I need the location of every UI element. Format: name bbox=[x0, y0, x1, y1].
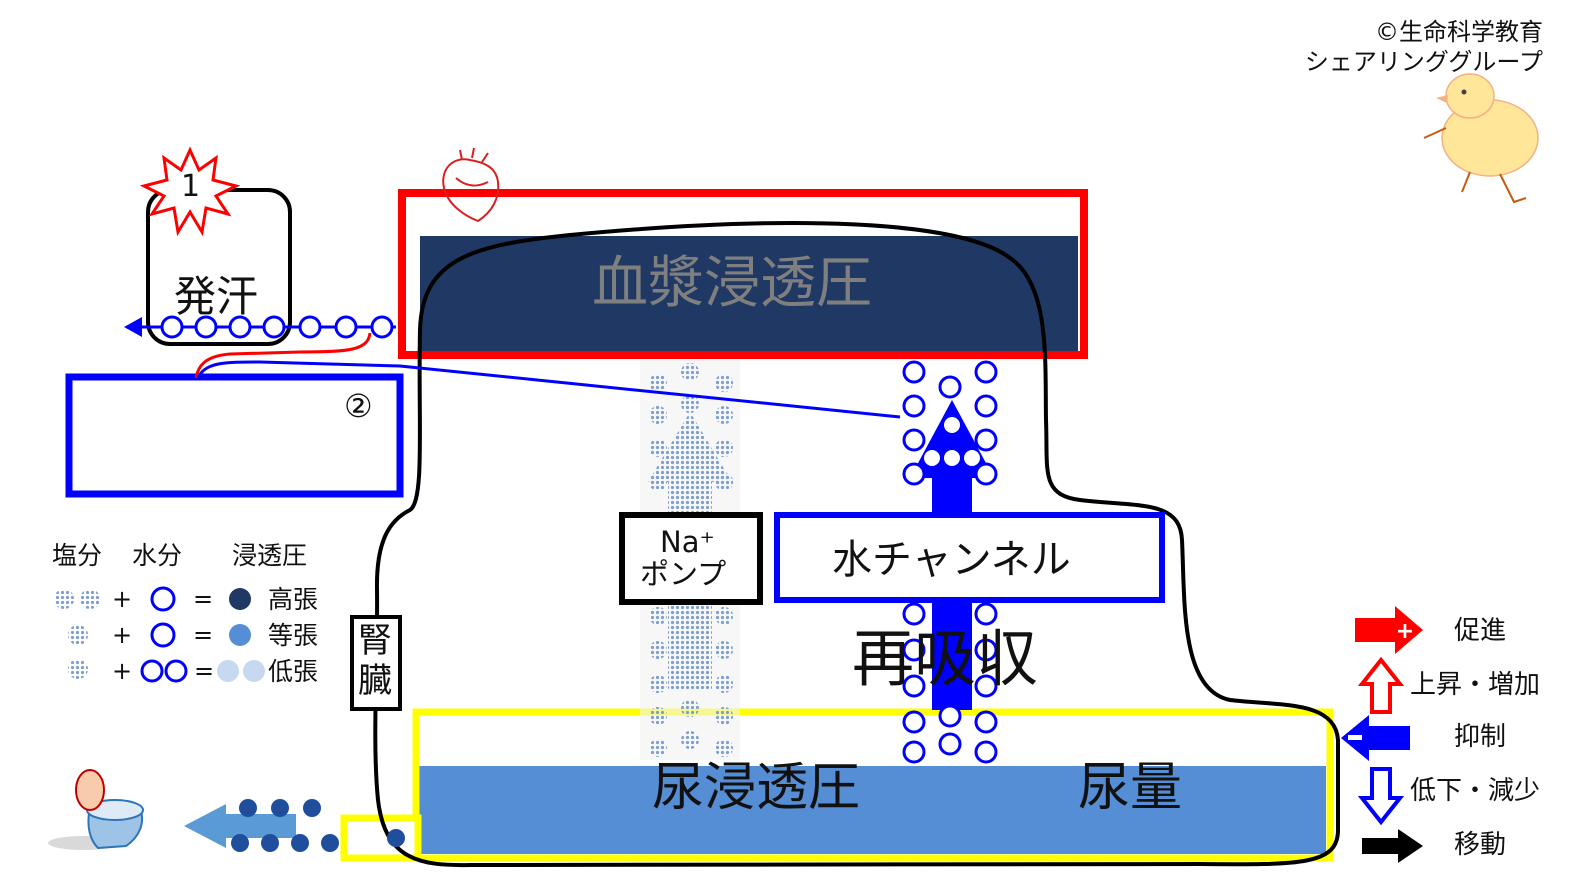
credit-line-1: ©生命科学教育 bbox=[1375, 18, 1543, 46]
reabsorption-label: 再吸収 bbox=[852, 622, 1039, 695]
inhibit-arrow-icon bbox=[1341, 715, 1410, 761]
na-pump-box bbox=[619, 512, 763, 605]
plasma-box-border bbox=[398, 189, 1088, 359]
arrow-legend-icons: + bbox=[1341, 606, 1423, 863]
urine-volume-label: 尿量 bbox=[1078, 758, 1183, 818]
legend-header-water: 水分 bbox=[132, 541, 183, 570]
duck-icon bbox=[1423, 73, 1539, 204]
sweat-water-dots bbox=[160, 315, 394, 339]
legend-isotonic: 等張 bbox=[268, 621, 319, 650]
water-channel-dots bbox=[902, 360, 998, 764]
legend-symbols bbox=[54, 586, 265, 683]
water-channel-inner-dots bbox=[924, 417, 980, 466]
urine-box-border bbox=[412, 708, 1334, 862]
legend-equals-1: = bbox=[193, 585, 214, 613]
legend-hypertonic: 高張 bbox=[268, 585, 319, 614]
svg-text:+: + bbox=[1396, 619, 1414, 644]
legend-equals-2: = bbox=[193, 621, 214, 649]
sweat-outflow-arrowhead bbox=[124, 317, 142, 337]
legend-header-osmotic: 浸透圧 bbox=[232, 541, 308, 570]
legend-hypotonic: 低張 bbox=[268, 657, 319, 686]
decrease-arrow-icon bbox=[1357, 767, 1405, 826]
kidney-label-1: 腎 bbox=[358, 621, 392, 661]
heart-icon bbox=[442, 147, 500, 223]
toilet-icon bbox=[48, 769, 144, 850]
sweating-label: 発汗 bbox=[174, 272, 259, 321]
arrow-legend-decrease: 低下・減少 bbox=[1410, 776, 1541, 806]
promote-arrow-icon bbox=[1355, 606, 1423, 654]
na-pump-label-line2: ポンプ bbox=[640, 557, 727, 591]
plasma-box-fill bbox=[420, 236, 1078, 354]
plasma-osmotic-pressure-label: 血漿浸透圧 bbox=[592, 251, 872, 316]
step1-label: 1 bbox=[181, 169, 201, 204]
blue-connector-line bbox=[196, 360, 901, 419]
legend-header-salt: 塩分 bbox=[52, 541, 103, 570]
urine-outflow-dots bbox=[231, 799, 405, 852]
na-pump-salt-dots bbox=[649, 363, 733, 757]
urine-outflow-pipe bbox=[340, 814, 422, 862]
urine-osmotic-pressure-label: 尿浸透圧 bbox=[652, 758, 861, 818]
legend-plus-3: + bbox=[112, 657, 133, 685]
arrow-legend-move: 移動 bbox=[1454, 830, 1507, 860]
movement-arrow-icon bbox=[1362, 829, 1423, 863]
legend-plus-1: + bbox=[112, 585, 133, 613]
arrow-legend-promote: 促進 bbox=[1454, 616, 1507, 646]
burst-icon bbox=[139, 146, 241, 237]
step2-label: ② bbox=[344, 387, 373, 425]
water-channel-box bbox=[774, 512, 1165, 603]
legend-plus-2: + bbox=[112, 621, 133, 649]
credit-line-2: シェアリンググループ bbox=[1304, 48, 1543, 76]
kidney-label-2: 臓 bbox=[358, 661, 392, 701]
kidney-label-box bbox=[350, 615, 402, 711]
arrow-legend-increase: 上昇・増加 bbox=[1410, 670, 1541, 700]
increase-arrow-icon bbox=[1357, 656, 1405, 714]
red-connector-line bbox=[194, 332, 372, 379]
step2-box bbox=[65, 373, 404, 498]
water-channel-label: 水チャンネル bbox=[832, 537, 1071, 583]
na-pump-label-line1: Na⁺ bbox=[660, 525, 715, 559]
arrow-legend-inhibit: 抑制 bbox=[1454, 722, 1507, 752]
legend-equals-3: = bbox=[194, 657, 215, 685]
urine-box-fill bbox=[418, 766, 1326, 854]
kidney-outline bbox=[373, 221, 1340, 868]
